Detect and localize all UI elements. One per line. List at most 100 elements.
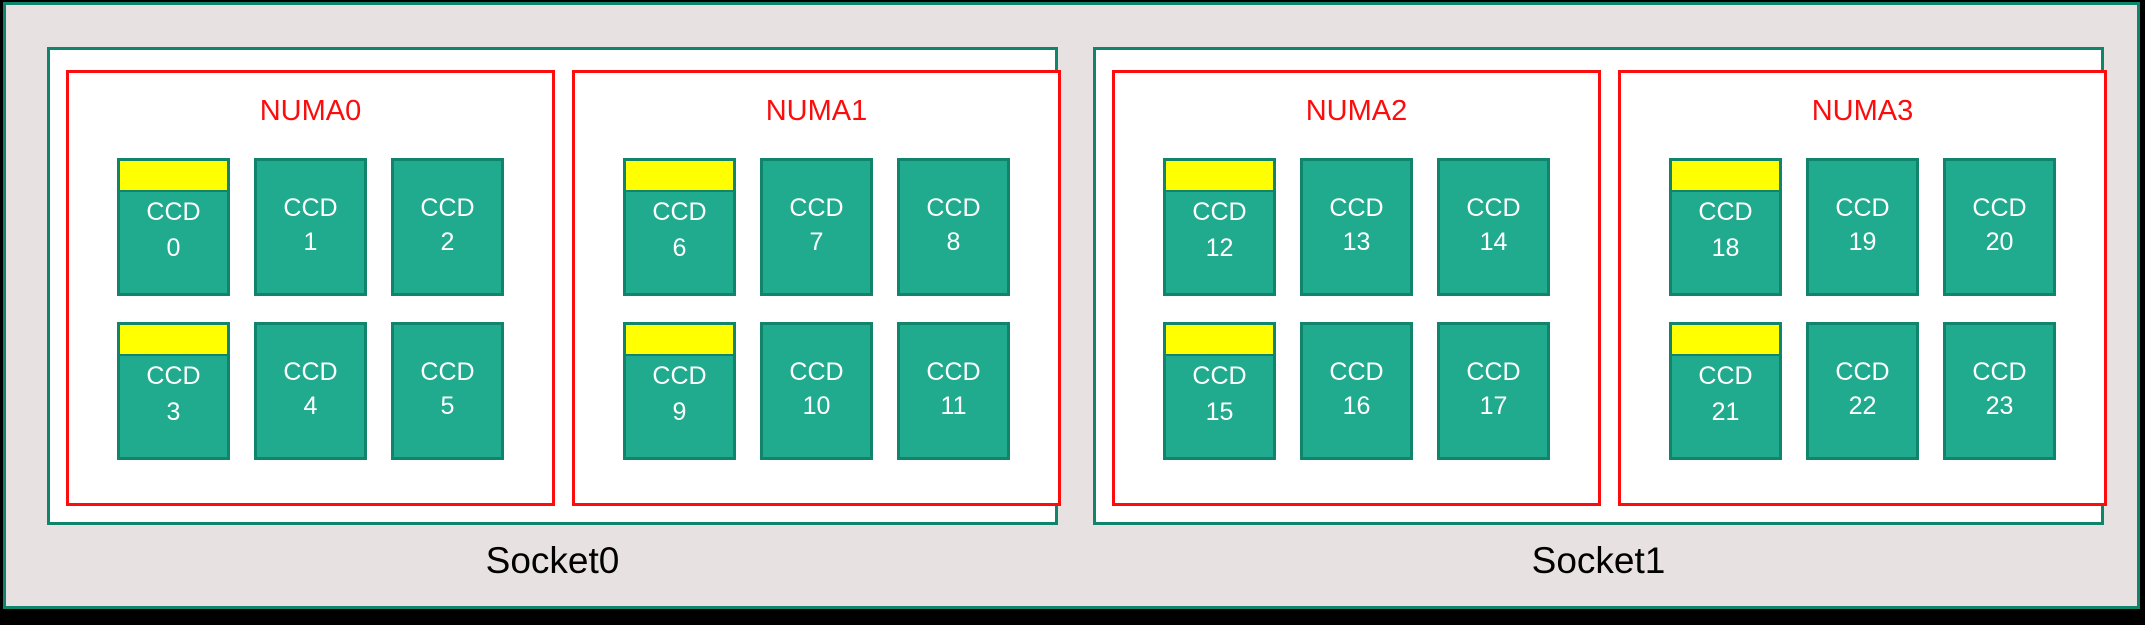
ccd-name: CCD (652, 362, 707, 390)
ccd-highlight-bar (120, 325, 227, 356)
ccd-name: CCD (283, 357, 338, 386)
ccd-id: 21 (1711, 398, 1740, 426)
ccd-highlight-bar (1166, 325, 1273, 356)
ccd-name: CCD (789, 193, 844, 222)
ccd-name: CCD (652, 198, 707, 226)
ccd-box-23[interactable]: CCD 23 (1943, 322, 2056, 460)
ccd-box-4[interactable]: CCD 4 (254, 322, 367, 460)
ccd-box-21[interactable]: CCD 21 (1669, 322, 1782, 460)
ccd-box-9[interactable]: CCD 9 (623, 322, 736, 460)
ccd-id: 0 (166, 234, 181, 262)
numa-label-3: NUMA3 (1811, 95, 1914, 127)
ccd-text: CCD 6 (626, 192, 733, 293)
ccd-text: CCD 21 (1672, 356, 1779, 457)
ccd-box-3[interactable]: CCD 3 (117, 322, 230, 460)
ccd-id: 19 (1848, 227, 1877, 256)
ccd-id: 5 (440, 391, 455, 420)
ccd-name: CCD (1972, 357, 2027, 386)
ccd-id: 23 (1985, 391, 2014, 420)
ccd-name: CCD (1329, 193, 1384, 222)
ccd-name: CCD (420, 357, 475, 386)
ccd-highlight-bar (1672, 161, 1779, 192)
ccd-name: CCD (146, 198, 201, 226)
ccd-text: CCD 3 (120, 356, 227, 457)
ccd-id: 4 (303, 391, 318, 420)
ccd-highlight-bar (120, 161, 227, 192)
numa-label-1: NUMA1 (765, 95, 868, 127)
ccd-id: 9 (672, 398, 687, 426)
ccd-highlight-bar (1672, 325, 1779, 356)
ccd-box-5[interactable]: CCD 5 (391, 322, 504, 460)
ccd-name: CCD (283, 193, 338, 222)
ccd-id: 18 (1711, 234, 1740, 262)
ccd-name: CCD (146, 362, 201, 390)
ccd-name: CCD (420, 193, 475, 222)
ccd-name: CCD (926, 193, 981, 222)
ccd-box-7[interactable]: CCD 7 (760, 158, 873, 296)
ccd-id: 6 (672, 234, 687, 262)
ccd-id: 3 (166, 398, 181, 426)
ccd-name: CCD (1329, 357, 1384, 386)
ccd-box-15[interactable]: CCD 15 (1163, 322, 1276, 460)
ccd-highlight-bar (626, 161, 733, 192)
ccd-id: 7 (809, 227, 824, 256)
ccd-id: 15 (1205, 398, 1234, 426)
numa-label-0: NUMA0 (259, 95, 362, 127)
socket-label-1: Socket1 (1531, 540, 1666, 581)
ccd-box-0[interactable]: CCD 0 (117, 158, 230, 296)
ccd-name: CCD (1192, 198, 1247, 226)
ccd-id: 14 (1479, 227, 1508, 256)
ccd-name: CCD (1835, 193, 1890, 222)
ccd-name: CCD (1192, 362, 1247, 390)
ccd-box-6[interactable]: CCD 6 (623, 158, 736, 296)
ccd-id: 17 (1479, 391, 1508, 420)
ccd-text: CCD 15 (1166, 356, 1273, 457)
numa-label-2: NUMA2 (1305, 95, 1408, 127)
ccd-name: CCD (1698, 362, 1753, 390)
ccd-box-19[interactable]: CCD 19 (1806, 158, 1919, 296)
ccd-text: CCD 4 (257, 325, 364, 457)
ccd-highlight-bar (1166, 161, 1273, 192)
ccd-text: CCD 0 (120, 192, 227, 293)
ccd-id: 22 (1848, 391, 1877, 420)
ccd-id: 10 (802, 391, 831, 420)
